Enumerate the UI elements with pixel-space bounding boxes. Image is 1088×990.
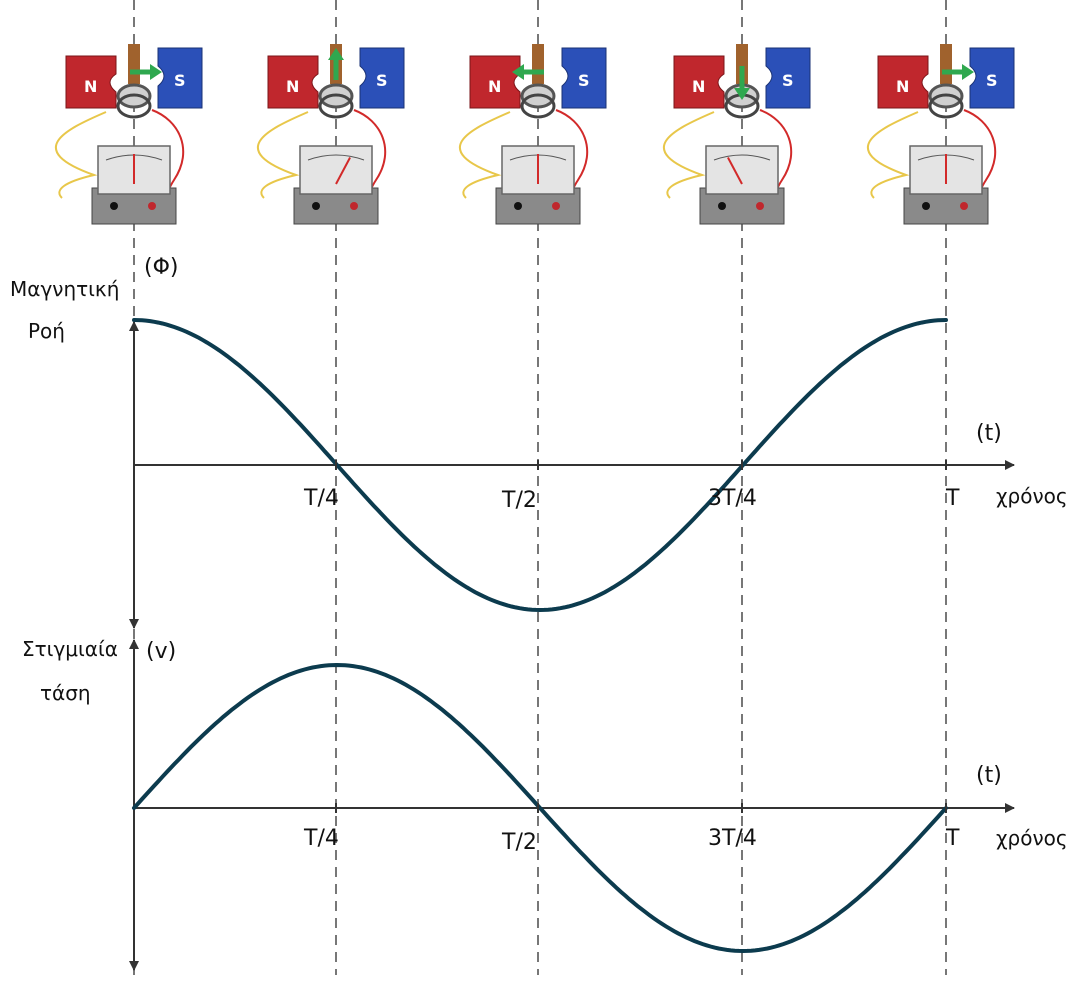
north-magnet [65, 55, 117, 109]
flux-tick-t: T [945, 486, 960, 511]
flux-tick-3t4: 3T/4 [708, 486, 757, 511]
magnet-north-label: N [488, 77, 501, 96]
south-magnet [765, 47, 811, 109]
voltage-tick-3t4: 3T/4 [708, 826, 757, 851]
voltage-tick-t: T [945, 826, 960, 851]
slip-ring-lower [520, 93, 556, 119]
voltage-axis-name-line2: τάση [40, 681, 91, 705]
south-magnet [969, 47, 1015, 109]
galvanometer-needle [727, 157, 743, 185]
voltage-curve [132, 662, 948, 954]
magnet-north-label: N [286, 77, 299, 96]
flux-axis-name-line1: Μαγνητική [10, 277, 119, 301]
yellow-wire [458, 111, 511, 199]
yellow-wire [256, 111, 309, 199]
yellow-wire [866, 111, 919, 199]
terminal-black [514, 202, 522, 210]
coil-frame [532, 44, 544, 84]
galvanometer-dial [705, 145, 779, 195]
south-magnet [359, 47, 405, 109]
terminal-red [756, 202, 764, 210]
magnet-south-label: S [376, 71, 388, 90]
flux-graph: Μαγνητική Ροή (Φ) (t) χρόνος T/4 T/2 3T/… [10, 255, 1068, 629]
yellow-wire [54, 111, 107, 199]
terminal-red [148, 202, 156, 210]
terminal-red [350, 202, 358, 210]
coil-frame [736, 44, 748, 84]
magnet-south-label: S [174, 71, 186, 90]
motion-arrow-head [512, 64, 524, 80]
voltage-tick-t2: T/2 [501, 830, 537, 855]
flux-symbol: (Φ) [144, 255, 178, 280]
galvanometer-dial [299, 145, 373, 195]
voltage-symbol: (v) [146, 639, 176, 664]
south-magnet [561, 47, 607, 109]
flux-axis-name-line2: Ροή [28, 319, 65, 343]
magnet-north-label: N [692, 77, 705, 96]
motion-arrow-head [150, 64, 162, 80]
voltage-time-label: χρόνος [996, 826, 1068, 850]
motion-arrow-head [734, 88, 750, 100]
coil-frame [940, 44, 952, 84]
north-magnet [877, 55, 929, 109]
voltage-graph: Στιγμιαία τάση (v) (t) χρόνος T/4 T/2 3T… [22, 637, 1068, 971]
terminal-black [312, 202, 320, 210]
galvanometer-scale [307, 154, 365, 161]
terminal-black [922, 202, 930, 210]
south-magnet [157, 47, 203, 109]
voltage-axis-name-line1: Στιγμιαία [22, 637, 118, 661]
voltage-time-symbol: (t) [976, 763, 1002, 788]
north-magnet [673, 55, 725, 109]
slip-ring-lower [318, 93, 354, 119]
magnet-north-label: N [84, 77, 97, 96]
galvanometer-scale [713, 154, 771, 161]
flux-time-label: χρόνος [996, 484, 1068, 508]
north-magnet [267, 55, 319, 109]
terminal-black [718, 202, 726, 210]
slip-ring-lower [928, 93, 964, 119]
terminal-red [960, 202, 968, 210]
slip-ring-lower [116, 93, 152, 119]
magnet-north-label: N [896, 77, 909, 96]
galvanometer-needle [335, 157, 351, 185]
flux-time-symbol: (t) [976, 421, 1002, 446]
flux-tick-t2: T/2 [501, 488, 537, 513]
yellow-wire [662, 111, 715, 199]
motion-arrow-head [962, 64, 974, 80]
terminal-black [110, 202, 118, 210]
motion-arrow-head [328, 48, 344, 60]
coil-frame [128, 44, 140, 84]
flux-curve [132, 318, 948, 613]
magnet-south-label: S [578, 71, 590, 90]
magnet-south-label: S [782, 71, 794, 90]
flux-tick-t4: T/4 [303, 486, 339, 511]
magnet-south-label: S [986, 71, 998, 90]
voltage-tick-t4: T/4 [303, 826, 339, 851]
terminal-red [552, 202, 560, 210]
